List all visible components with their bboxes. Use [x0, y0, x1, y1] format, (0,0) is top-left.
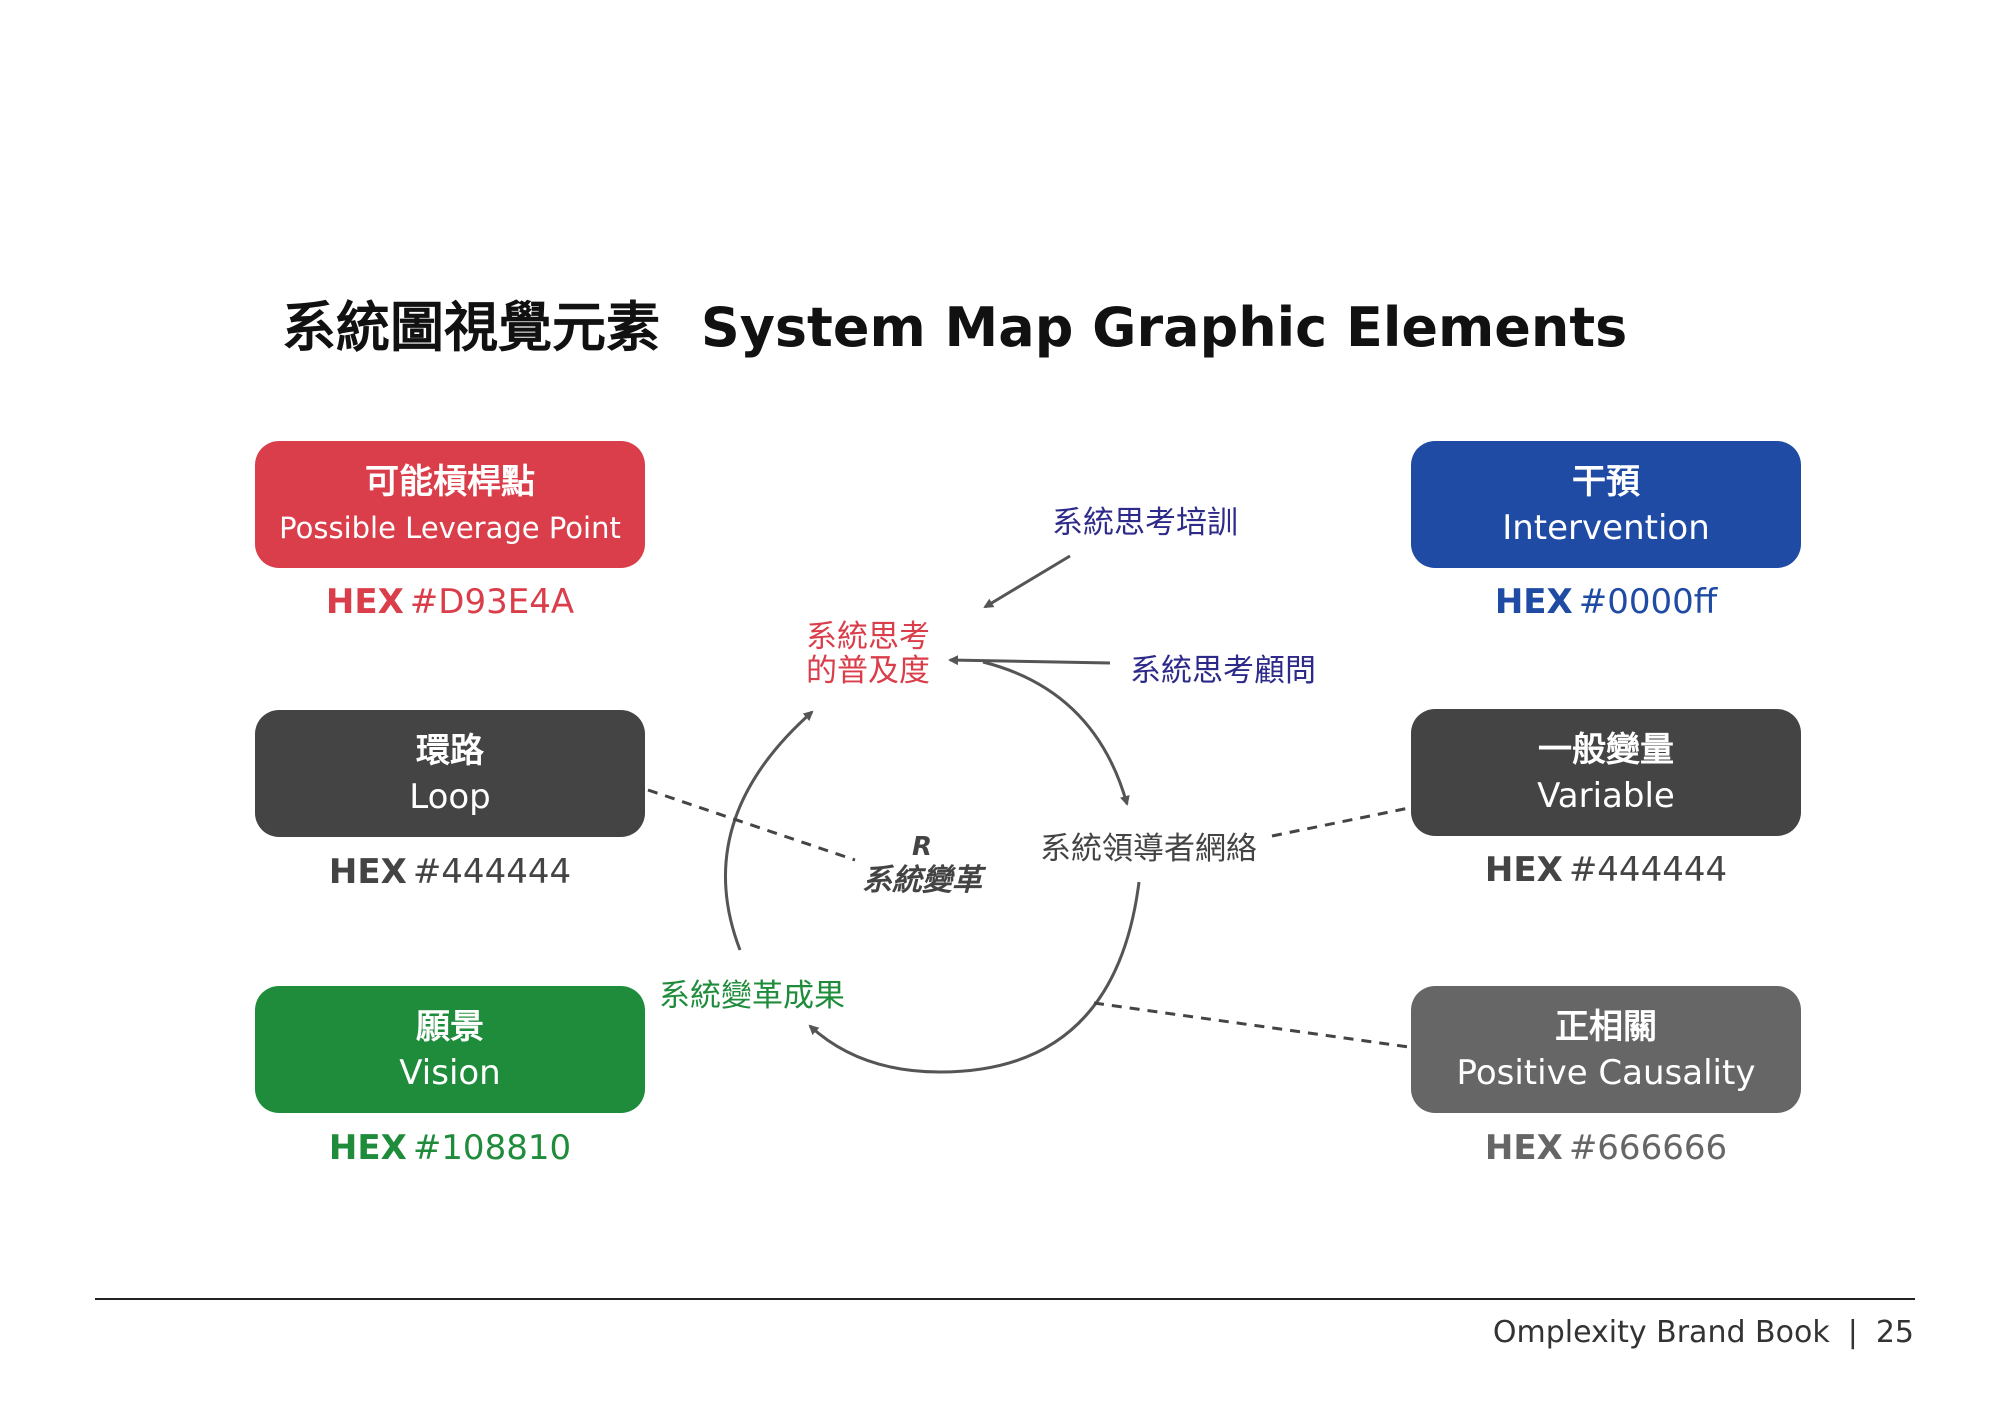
loop-card: 環路 Loop [255, 710, 645, 837]
dashed-line-loop [647, 788, 856, 862]
leverage-point-en: Possible Leverage Point [279, 510, 621, 545]
loop-title-label: 系統變革 [862, 863, 982, 898]
vision-card: 願景 Vision [255, 986, 645, 1113]
causality-en: Positive Causality [1456, 1052, 1756, 1093]
vision-node-label: 系統變革成果 [659, 978, 845, 1014]
dashed-line-variable [1271, 806, 1410, 838]
loop-en: Loop [409, 776, 491, 817]
loop-hex: HEX#444444 [255, 852, 645, 892]
page-number: 25 [1875, 1315, 1914, 1350]
footer-brand: Omplexity Brand Book [1492, 1315, 1830, 1350]
page-title-zh: 系統圖視覺元素 [282, 296, 660, 359]
variable-node-label: 系統領導者網絡 [1040, 831, 1257, 867]
hex-value: #108810 [412, 1128, 572, 1168]
vision-en: Vision [399, 1052, 501, 1093]
intervention-hex: HEX#0000ff [1411, 582, 1801, 622]
causality-hex: HEX#666666 [1411, 1128, 1801, 1168]
intervention-zh: 干預 [1572, 461, 1640, 502]
intervention-consultant-label: 系統思考顧問 [1130, 653, 1316, 689]
footer-divider [95, 1298, 1915, 1300]
variable-hex: HEX#444444 [1411, 850, 1801, 890]
leverage-point-hex: HEX#D93E4A [255, 582, 645, 622]
variable-zh: 一般變量 [1538, 729, 1674, 770]
leverage-node-line2: 的普及度 [806, 653, 930, 689]
vision-zh: 願景 [416, 1006, 484, 1047]
causality-card: 正相關 Positive Causality [1411, 986, 1801, 1113]
dashed-line-causality [1093, 1001, 1410, 1049]
arrow-leverage-to-network [982, 660, 1130, 806]
causality-zh: 正相關 [1555, 1006, 1657, 1047]
page-title-en: System Map Graphic Elements [700, 296, 1628, 359]
variable-en: Variable [1537, 775, 1675, 816]
leverage-node-line1: 系統思考 [806, 619, 930, 655]
hex-prefix: HEX [1484, 1128, 1563, 1168]
arrow-consultant-to-leverage [948, 655, 1111, 666]
intervention-card: 干預 Intervention [1411, 441, 1801, 568]
loop-zh: 環路 [416, 730, 484, 771]
hex-value: #444444 [412, 852, 572, 892]
hex-value: #666666 [1568, 1128, 1728, 1168]
arrow-network-to-outcome [808, 881, 1141, 1074]
loop-r-label: R [911, 832, 933, 862]
page-title: 系統圖視覺元素 System Map Graphic Elements [282, 283, 1732, 362]
vision-hex: HEX#108810 [255, 1128, 645, 1168]
hex-value: #D93E4A [409, 582, 575, 622]
arrow-outcome-to-leverage [723, 710, 814, 951]
intervention-en: Intervention [1502, 507, 1710, 548]
hex-value: #444444 [1568, 850, 1728, 890]
leverage-node-label: 系統思考 的普及度 [806, 620, 930, 688]
variable-card: 一般變量 Variable [1411, 709, 1801, 836]
arrow-training-to-leverage [983, 554, 1071, 609]
hex-prefix: HEX [328, 852, 407, 892]
footer: Omplexity Brand Book | 25 [1493, 1315, 1914, 1350]
hex-prefix: HEX [325, 582, 404, 622]
loop-center-label: R 系統變革 [842, 830, 1002, 898]
leverage-point-card: 可能槓桿點 Possible Leverage Point [255, 441, 645, 568]
intervention-training-label: 系統思考培訓 [1052, 505, 1238, 541]
hex-value: #0000ff [1578, 582, 1718, 622]
footer-separator: | [1847, 1315, 1858, 1350]
hex-prefix: HEX [1494, 582, 1573, 622]
hex-prefix: HEX [1484, 850, 1563, 890]
leverage-point-zh: 可能槓桿點 [365, 461, 535, 502]
hex-prefix: HEX [328, 1128, 407, 1168]
